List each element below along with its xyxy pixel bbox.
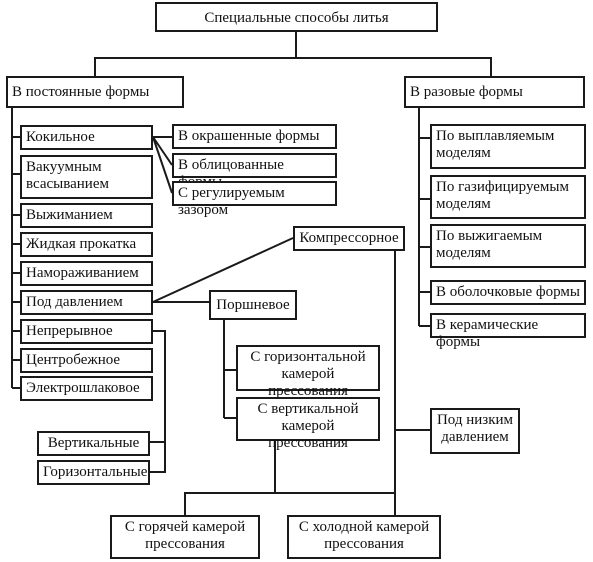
item-centrifugal: Центробежное [20, 348, 153, 373]
root-box: Специальные способы литья [155, 2, 438, 32]
kokil-lined-forms: В облицованные формы [172, 153, 337, 190]
item-liquid-rolling: Жидкая прокатка [20, 232, 153, 257]
low-pressure-box: Под низким давлением [430, 408, 520, 454]
item-under-pressure: Под давлением [20, 290, 153, 315]
cold-chamber-box: С холодной камерой прессования [287, 515, 441, 559]
item-electroslag: Электрошлаковое [20, 376, 153, 401]
kokil-painted-forms: В окрашенные формы [172, 124, 337, 149]
compressor-box: Компрессорное [293, 226, 405, 251]
horizontal-chamber-box: С горизонтальной камерой прессования [236, 345, 380, 399]
single-burnout-models: По выжигаемым моделям [430, 224, 586, 268]
vertical-chamber-box: С вертикальной камерой прессования [236, 397, 380, 451]
item-kokil: Кокильное [20, 125, 153, 150]
item-vacuum: Вакуумным всасыванием [20, 155, 153, 199]
single-gasified-models: По газифицируемым моделям [430, 175, 586, 219]
hot-chamber-box: С горячей камерой прессования [110, 515, 260, 559]
single-investment-models: По выплавляемым моделям [430, 124, 586, 169]
item-continuous: Непрерывное [20, 319, 153, 344]
continuous-vertical: Вертикальные [37, 431, 150, 456]
single-ceramic-forms: В керамические формы [430, 313, 586, 350]
continuous-horizontal: Горизонтальные [37, 460, 150, 485]
single-shell-forms: В оболочковые формы [430, 280, 586, 305]
item-squeezing: Выжиманием [20, 203, 153, 228]
item-freezing: Намораживанием [20, 261, 153, 286]
single-forms-box: В разовые формы [404, 76, 585, 108]
permanent-forms-box: В постоянные формы [6, 76, 184, 108]
piston-box: Поршневое [209, 290, 297, 320]
kokil-adjustable-gap: С регулируемым зазором [172, 181, 337, 218]
